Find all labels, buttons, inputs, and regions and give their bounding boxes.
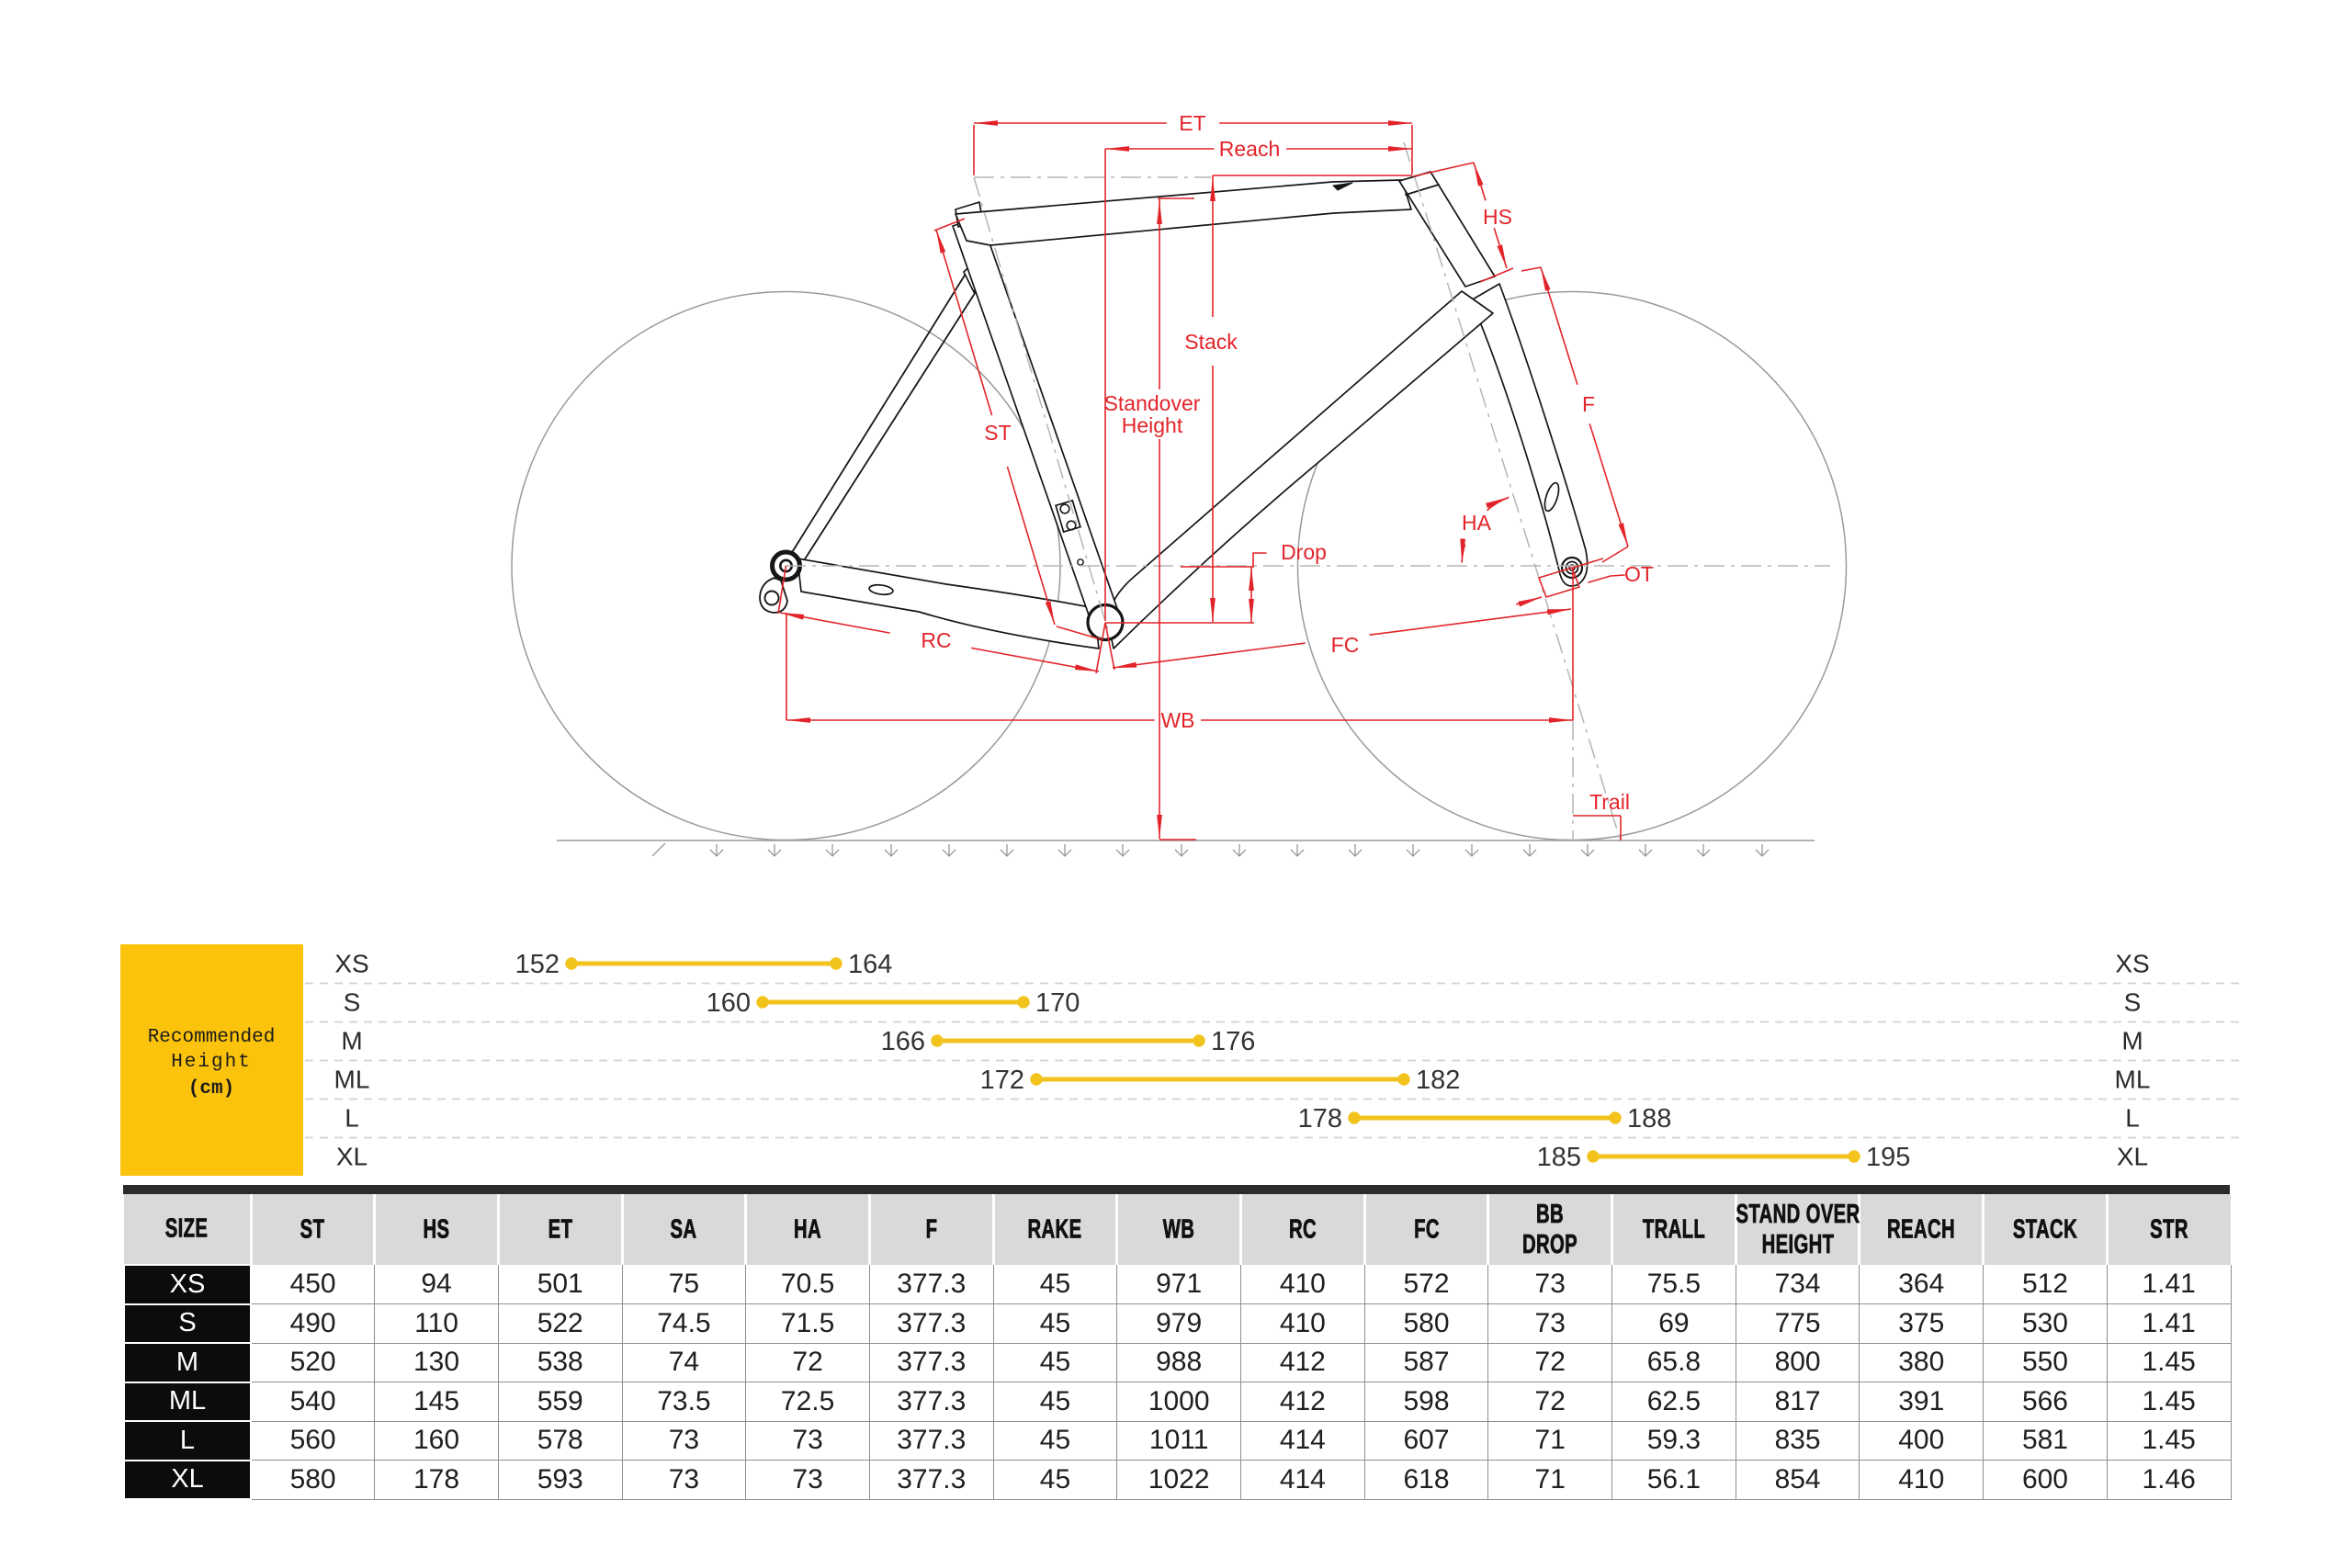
svg-text:ST: ST xyxy=(984,421,1011,445)
svg-text:XS: XS xyxy=(334,950,368,978)
svg-text:Height: Height xyxy=(1122,413,1183,437)
svg-text:M: M xyxy=(2121,1027,2143,1055)
svg-text:HA: HA xyxy=(1462,511,1492,535)
svg-text:188: 188 xyxy=(1627,1104,1671,1134)
svg-text:182: 182 xyxy=(1416,1066,1460,1095)
svg-text:L: L xyxy=(2125,1104,2140,1133)
svg-text:Trail: Trail xyxy=(1589,790,1630,814)
svg-text:WB: WB xyxy=(1160,708,1194,732)
svg-text:152: 152 xyxy=(515,950,560,979)
svg-text:FC: FC xyxy=(1331,633,1360,657)
svg-text:XL: XL xyxy=(2117,1143,2148,1171)
svg-text:170: 170 xyxy=(1035,988,1080,1018)
svg-text:Standover: Standover xyxy=(1104,391,1201,415)
svg-text:Recommended: Recommended xyxy=(148,1027,276,1048)
svg-text:XS: XS xyxy=(2115,950,2149,978)
svg-text:M: M xyxy=(341,1027,362,1055)
svg-text:XL: XL xyxy=(336,1143,368,1171)
svg-text:(cm): (cm) xyxy=(188,1078,234,1100)
svg-text:178: 178 xyxy=(1298,1104,1342,1134)
svg-text:Height: Height xyxy=(171,1052,252,1073)
svg-text:L: L xyxy=(345,1104,359,1133)
svg-text:164: 164 xyxy=(848,950,892,979)
svg-text:ML: ML xyxy=(334,1066,370,1094)
svg-text:185: 185 xyxy=(1537,1143,1581,1172)
svg-text:Stack: Stack xyxy=(1184,330,1238,354)
svg-text:RC: RC xyxy=(921,628,951,652)
svg-text:160: 160 xyxy=(707,988,751,1018)
svg-text:Reach: Reach xyxy=(1219,137,1280,161)
svg-text:176: 176 xyxy=(1211,1027,1255,1056)
svg-text:ML: ML xyxy=(2115,1066,2151,1094)
svg-text:Drop: Drop xyxy=(1281,540,1327,564)
svg-text:S: S xyxy=(344,988,361,1017)
svg-text:195: 195 xyxy=(1866,1143,1910,1172)
svg-text:166: 166 xyxy=(881,1027,925,1056)
svg-text:S: S xyxy=(2124,988,2142,1017)
svg-text:F: F xyxy=(1582,392,1595,416)
svg-text:HS: HS xyxy=(1483,205,1512,229)
svg-text:ET: ET xyxy=(1179,111,1205,135)
svg-text:172: 172 xyxy=(980,1066,1024,1095)
svg-text:OT: OT xyxy=(1624,562,1654,586)
